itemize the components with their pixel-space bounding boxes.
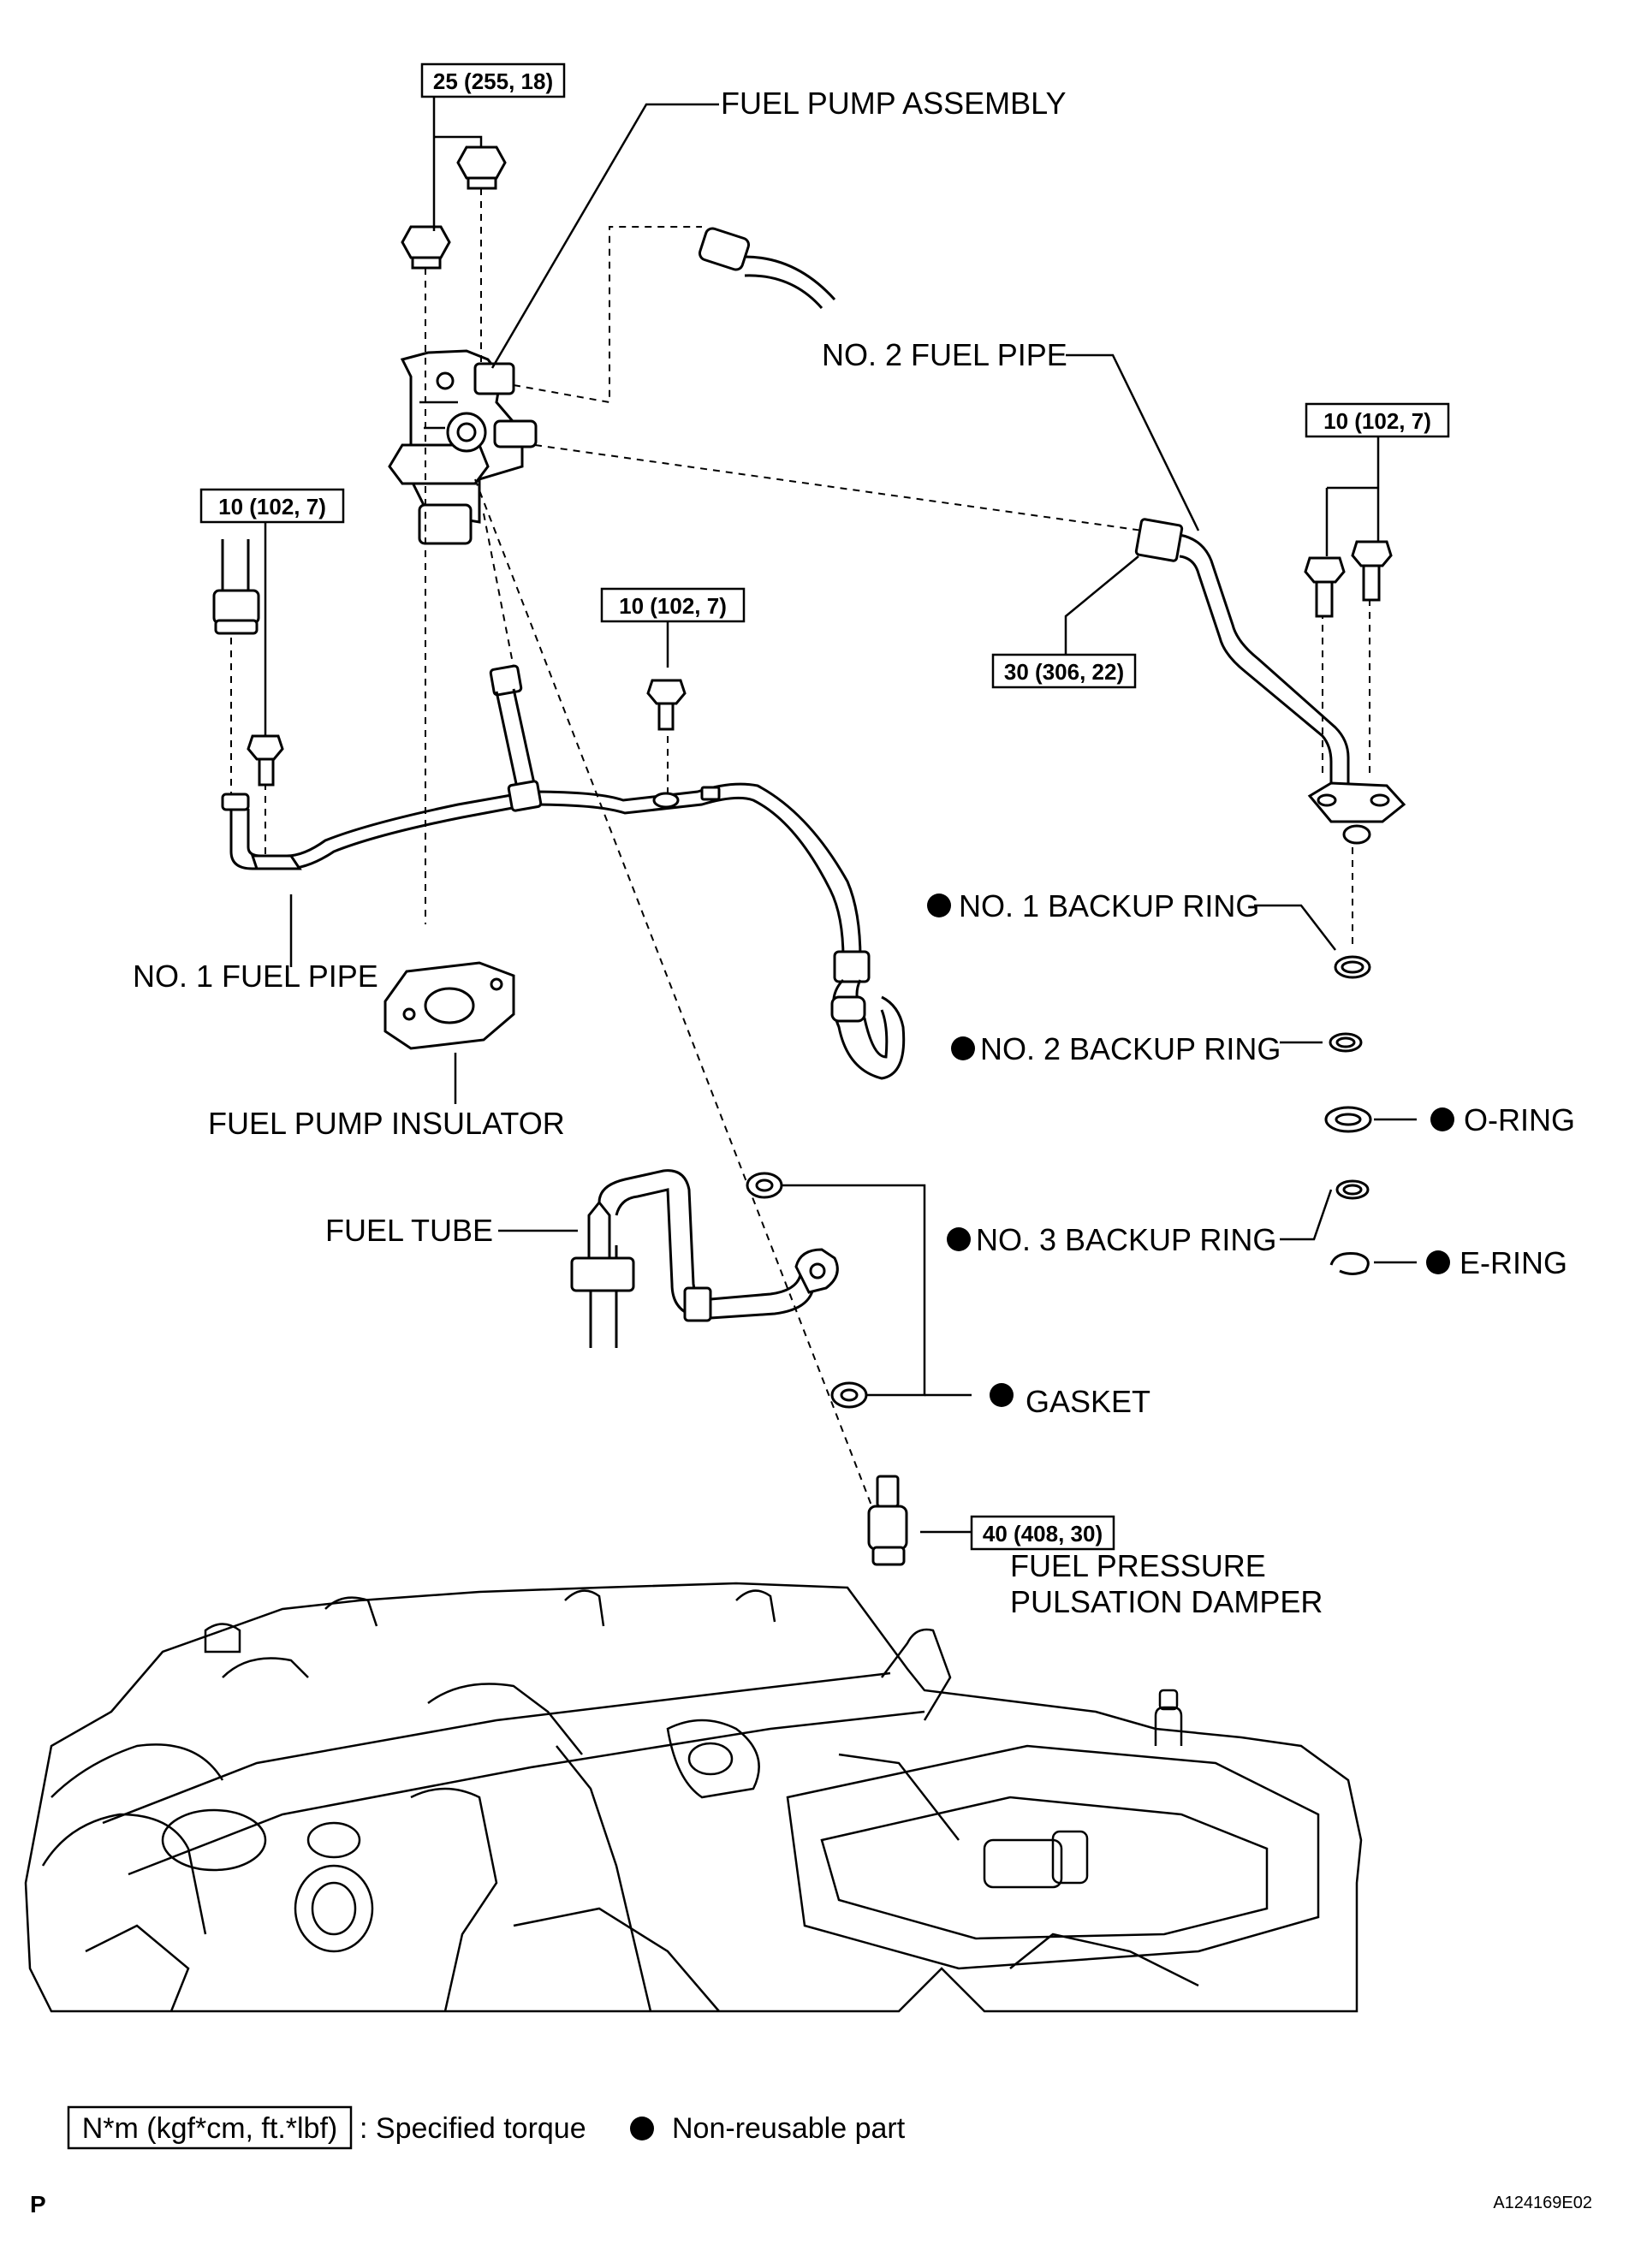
no2-fuel-pipe: [1134, 518, 1406, 845]
label-gasket: GASKET: [1026, 1384, 1150, 1419]
fuel-pump-assembly: [388, 349, 538, 545]
leader-lines: [264, 94, 1417, 1534]
legend-nonreusable-text: Non-reusable part: [672, 2112, 906, 2145]
label-damper-line2: PULSATION DAMPER: [1010, 1584, 1323, 1619]
torque-box-no1-pipe-bolt-center: 10 (102, 7): [600, 587, 746, 623]
assembly-dashed-lines: [230, 188, 1370, 1533]
svg-text:25 (255, 18): 25 (255, 18): [433, 68, 553, 94]
no2-pipe-bolts: [1304, 540, 1393, 618]
label-fuel-tube: FUEL TUBE: [325, 1213, 493, 1248]
middle-fuel-hose: [489, 664, 543, 812]
nonreusable-dot-no3-backup-ring: [947, 1227, 971, 1251]
nonreusable-dot-no2-backup-ring: [951, 1036, 975, 1060]
label-damper-line1: FUEL PRESSURE: [1010, 1548, 1266, 1583]
svg-text:40 (408, 30): 40 (408, 30): [983, 1521, 1103, 1547]
torque-box-no1-pipe-bolt-left: 10 (102, 7): [199, 488, 345, 524]
label-fuel-pump-assembly: FUEL PUMP ASSEMBLY: [721, 86, 1066, 121]
fuel-pressure-pulsation-damper: [867, 1475, 908, 1566]
nonreusable-dot-no1-backup-ring: [927, 894, 951, 917]
label-e-ring: E-RING: [1460, 1245, 1567, 1280]
pump-connector-harness: [698, 227, 836, 309]
label-no3-backup-ring: NO. 3 BACKUP RING: [976, 1222, 1276, 1257]
torque-box-no2-pipe-union: 30 (306, 22): [991, 653, 1137, 689]
nonreusable-dot-e-ring: [1426, 1250, 1450, 1274]
svg-text:10 (102, 7): 10 (102, 7): [619, 593, 727, 619]
nonreusable-dot-gasket: [990, 1383, 1014, 1407]
label-fuel-pump-insulator: FUEL PUMP INSULATOR: [208, 1106, 565, 1141]
fuel-pump-insulator: [383, 961, 515, 1050]
legend: N*m (kgf*cm, ft.*lbf) : Specified torque…: [67, 2105, 906, 2150]
label-no2-fuel-pipe: NO. 2 FUEL PIPE: [822, 337, 1067, 372]
fuel-pump-nuts: [401, 145, 507, 270]
label-no1-fuel-pipe: NO. 1 FUEL PIPE: [133, 959, 378, 994]
nonreusable-dot-o-ring: [1430, 1107, 1454, 1131]
svg-text:10 (102, 7): 10 (102, 7): [218, 494, 326, 520]
svg-text:10 (102, 7): 10 (102, 7): [1323, 408, 1431, 434]
no1-pipe-left-parts: [212, 539, 687, 787]
corner-mark: P: [30, 2191, 46, 2218]
figure-id: A124169E02: [1493, 2194, 1592, 2212]
svg-text:30 (306, 22): 30 (306, 22): [1004, 659, 1124, 685]
legend-torque-box: N*m (kgf*cm, ft.*lbf): [82, 2112, 337, 2145]
torque-box-no2-pipe-bolts: 10 (102, 7): [1305, 402, 1450, 438]
torque-box-damper: 40 (408, 30): [970, 1515, 1115, 1551]
torque-box-pump-nuts: 25 (255, 18): [420, 62, 566, 98]
rings: [1324, 955, 1372, 1275]
legend-nonreusable-dot: [630, 2117, 654, 2140]
label-no1-backup-ring: NO. 1 BACKUP RING: [959, 888, 1259, 923]
engine-illustration: [24, 1582, 1363, 2013]
label-no2-backup-ring: NO. 2 BACKUP RING: [980, 1031, 1281, 1066]
label-o-ring: O-RING: [1464, 1102, 1575, 1137]
no1-fuel-pipe: [221, 782, 906, 1080]
gaskets: [746, 1172, 868, 1409]
fuel-tube: [570, 1169, 839, 1348]
legend-torque-text: : Specified torque: [360, 2112, 586, 2145]
